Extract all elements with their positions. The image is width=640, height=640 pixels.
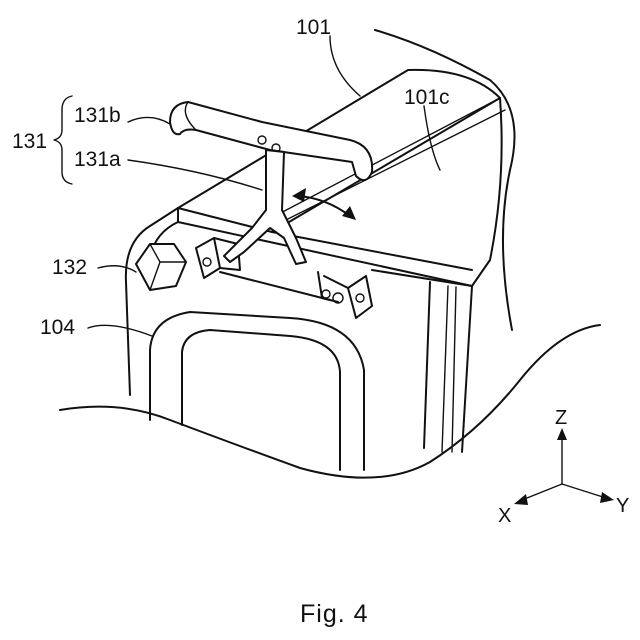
- leader-lines: [54, 36, 440, 336]
- label-101c: 101c: [404, 86, 450, 109]
- label-131a: 131a: [74, 148, 121, 171]
- z-arrowhead: [557, 428, 567, 440]
- body-104: [60, 208, 600, 478]
- axis-triad: [514, 428, 614, 505]
- axis-label-y: Y: [616, 495, 629, 517]
- label-101: 101: [296, 16, 331, 39]
- hinge-brackets: [196, 238, 372, 318]
- label-131b: 131b: [74, 104, 121, 127]
- axis-label-x: X: [498, 505, 511, 527]
- figure-caption: Fig. 4: [300, 600, 369, 628]
- bolt-132: [136, 244, 186, 290]
- y-arrowhead: [600, 492, 614, 503]
- label-104: 104: [40, 316, 75, 339]
- label-131: 131: [12, 130, 47, 153]
- x-arrowhead: [514, 494, 528, 505]
- axis-label-z: Z: [555, 407, 567, 429]
- label-132: 132: [52, 256, 87, 279]
